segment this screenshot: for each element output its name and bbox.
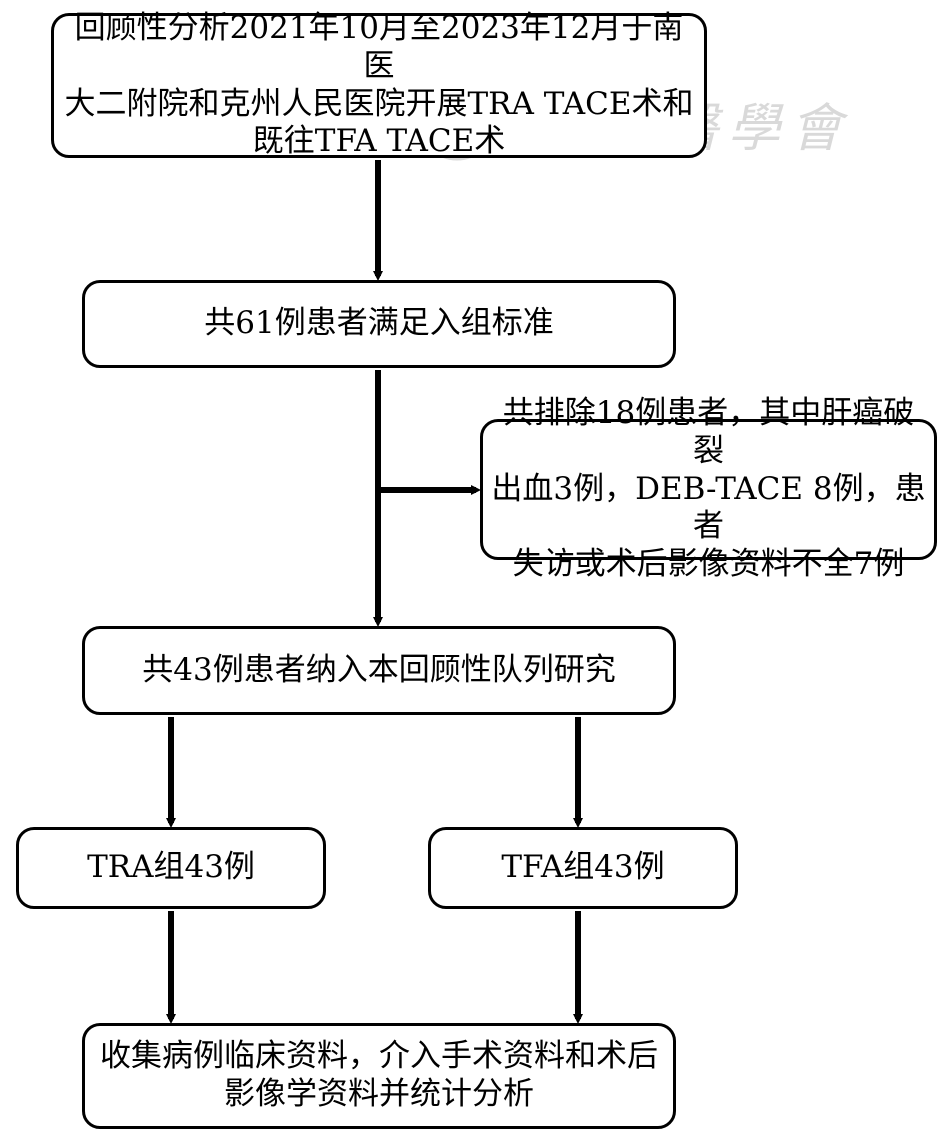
exclusion-box-line-1: 共排除18例患者，其中肝癌破裂 [502,394,915,469]
start-box: 回顾性分析2021年10月至2023年12月于南医 大二附院和克州人民医院开展T… [51,9,707,160]
eligible-box-text: 共61例患者满足入组标准 [204,305,554,342]
collect-box-line-1: 收集病例临床资料，介入手术资料和术后 [100,1038,658,1075]
exclusion-box-line-3: 失访或术后影像资料不全7例 [512,546,905,583]
collect-box-line-2: 影像学资料并统计分析 [224,1076,534,1112]
exclusion-box: 共排除18例患者，其中肝癌破裂 出血3例，DEB-TACE 8例，患者 失访或术… [480,395,937,582]
tfa-group-text: TFA组43例 [501,849,665,886]
start-box-line-1: 回顾性分析2021年10月至2023年12月于南医 [74,9,684,84]
start-box-line-3: 既往TFA TACE术 [252,123,506,160]
eligible-box: 共61例患者满足入组标准 [82,280,676,368]
tra-group-text: TRA组43例 [87,849,255,886]
cohort-box-text: 共43例患者纳入本回顾性队列研究 [142,651,616,688]
tfa-group-box: TFA组43例 [428,827,738,909]
collect-data-box: 收集病例临床资料，介入手术资料和术后 影像学资料并统计分析 [82,1023,676,1129]
cohort-box: 共43例患者纳入本回顾性队列研究 [82,626,676,715]
tra-group-box: TRA组43例 [16,827,326,909]
start-box-line-2: 大二附院和克州人民医院开展TRA TACE术和 [64,85,694,122]
exclusion-box-line-2: 出血3例，DEB-TACE 8例，患者 [491,470,926,545]
